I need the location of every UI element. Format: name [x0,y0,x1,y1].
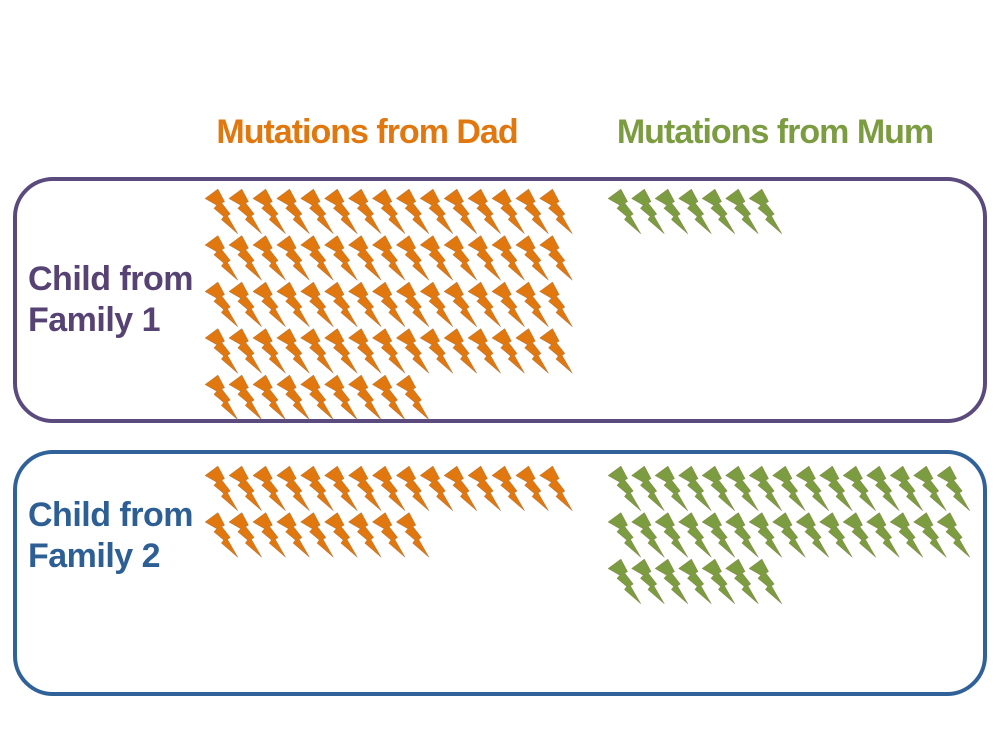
panel-child-family-2 [13,450,987,696]
panel-label-child-family-2: Child from Family 2 [28,496,193,575]
panel-label-child-family-1: Child from Family 1 [28,260,193,339]
column-header-mutations-from-mum: Mutations from Mum [616,113,934,151]
panel-child-family-1 [13,177,987,423]
column-header-mutations-from-dad: Mutations from Dad [216,113,518,151]
